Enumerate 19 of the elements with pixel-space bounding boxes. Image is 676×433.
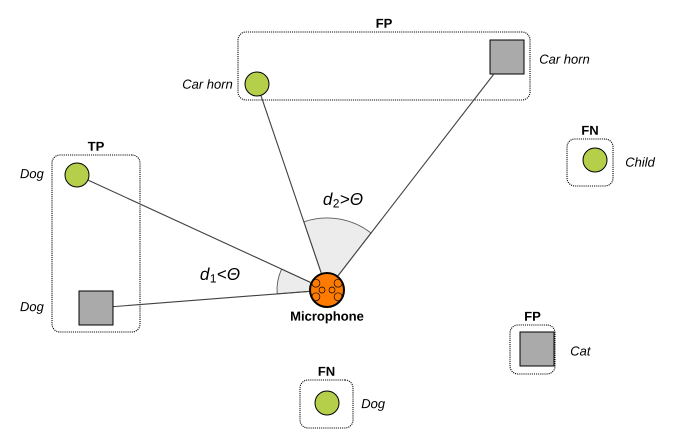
connector-line [113, 290, 310, 308]
node-label: Car horn [540, 54, 590, 64]
node-label: Microphone [291, 311, 364, 324]
group-heading: FN [582, 126, 598, 135]
node-label: Child [626, 157, 656, 167]
connector-line [338, 74, 494, 276]
connector-line [260, 96, 322, 274]
node-label: Dog [20, 302, 44, 314]
angle-label: d$_{2}$>Θ [324, 192, 363, 208]
group-heading: FP [525, 312, 540, 321]
group-heading: FN [318, 366, 334, 376]
angle-label: d$_{1}$<Θ [200, 268, 240, 282]
node-label: Car horn [182, 79, 232, 89]
node-label: Dog [362, 399, 385, 411]
group-heading: TP [88, 142, 104, 151]
node-label: Dog [20, 169, 44, 181]
connector-line [88, 180, 311, 283]
group-heading: FP [376, 18, 392, 28]
node-label: Cat [570, 346, 591, 356]
